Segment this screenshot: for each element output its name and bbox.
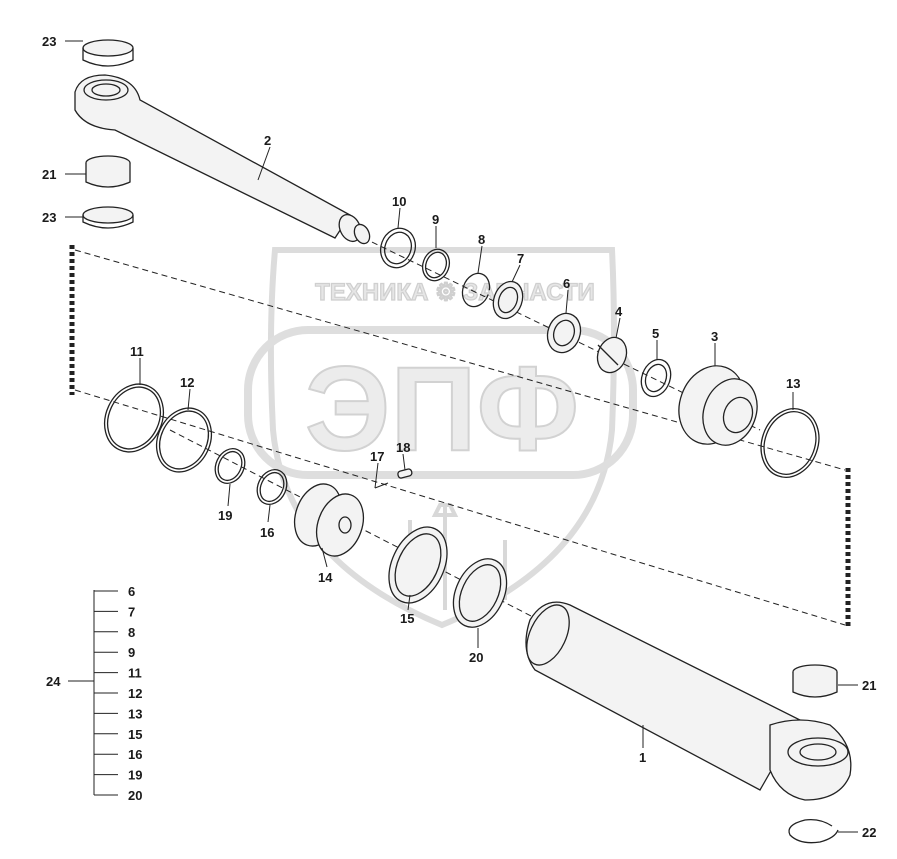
callout-6: 6 [563, 276, 570, 291]
ring-10 [379, 227, 417, 269]
callout-3: 3 [711, 329, 718, 344]
callout-14: 14 [318, 570, 333, 585]
kit-item-label: 20 [128, 788, 142, 803]
callout-labels: 23 2 21 23 10 9 8 7 6 4 5 3 13 11 12 19 … [42, 34, 876, 840]
watermark-logo-text: ЭПФ [305, 342, 579, 476]
callout-12: 12 [180, 375, 194, 390]
kit-24-label: 24 [46, 674, 61, 689]
callout-10: 10 [392, 194, 406, 209]
callout-19: 19 [218, 508, 232, 523]
piston-14 [293, 483, 365, 557]
ring-12 [155, 407, 213, 473]
snap-ring-22 [788, 818, 839, 844]
kit-item-label: 19 [128, 768, 142, 783]
watermark-brand-line: ТЕХНИКА ⚙ ЗАПЧАСТИ [315, 279, 595, 306]
kit-item-label: 12 [128, 686, 142, 701]
callout-21-right: 21 [862, 678, 876, 693]
callout-1: 1 [639, 750, 646, 765]
callout-23-lower: 23 [42, 210, 56, 225]
kit-24-items: 6 7 8 9 11 12 13 15 16 19 20 [94, 584, 142, 803]
watermark-logo-frame [244, 326, 637, 479]
pin-18 [397, 468, 413, 479]
watermark: ТЕХНИКА ⚙ ЗАПЧАСТИ ЭПФ [244, 247, 637, 629]
kit-item-label: 7 [128, 604, 135, 619]
kit-item-label: 6 [128, 584, 135, 599]
kit-item-label: 9 [128, 645, 135, 660]
wiper-6 [546, 312, 582, 354]
callout-5: 5 [652, 326, 659, 341]
ring-19 [214, 447, 246, 485]
callout-9: 9 [432, 212, 439, 227]
seal-15 [388, 526, 448, 604]
callout-15: 15 [400, 611, 414, 626]
bushing-23-lower [82, 206, 134, 229]
callout-2: 2 [264, 133, 271, 148]
bushing-4 [596, 336, 628, 374]
callout-16: 16 [260, 525, 274, 540]
ring-9 [421, 248, 451, 282]
kit-item-label: 13 [128, 706, 142, 721]
o-ring-13 [760, 408, 820, 478]
callout-21-left: 21 [42, 167, 56, 182]
callout-4: 4 [615, 304, 623, 319]
kit-item-label: 8 [128, 625, 135, 640]
bushing-23-top [82, 39, 134, 67]
callout-11: 11 [130, 344, 144, 359]
callout-17: 17 [370, 449, 384, 464]
gland-3 [678, 365, 758, 446]
callout-13: 13 [786, 376, 800, 391]
seal-7 [492, 280, 524, 320]
kit-24-bracket: 24 6 7 8 9 11 12 13 15 16 19 20 [46, 584, 142, 803]
kit-item-label: 11 [128, 666, 142, 681]
o-ring-11 [103, 383, 165, 453]
bearing-21-left [85, 155, 131, 188]
kit-item-label: 15 [128, 727, 142, 742]
callout-7: 7 [517, 251, 524, 266]
bearing-21-right [792, 664, 838, 698]
ring-5 [640, 358, 672, 398]
callout-23-top: 23 [42, 34, 56, 49]
callout-22: 22 [862, 825, 876, 840]
callout-8: 8 [478, 232, 485, 247]
cylinder-barrel-1 [525, 601, 852, 801]
callout-20: 20 [469, 650, 483, 665]
ring-20 [452, 558, 508, 628]
callout-18: 18 [396, 440, 410, 455]
piston-rod-2 [74, 74, 371, 245]
set-screw-17 [374, 482, 389, 489]
leader-lines [65, 40, 858, 833]
kit-item-label: 16 [128, 747, 142, 762]
snap-ring-8 [461, 272, 491, 308]
ring-16 [256, 468, 288, 506]
